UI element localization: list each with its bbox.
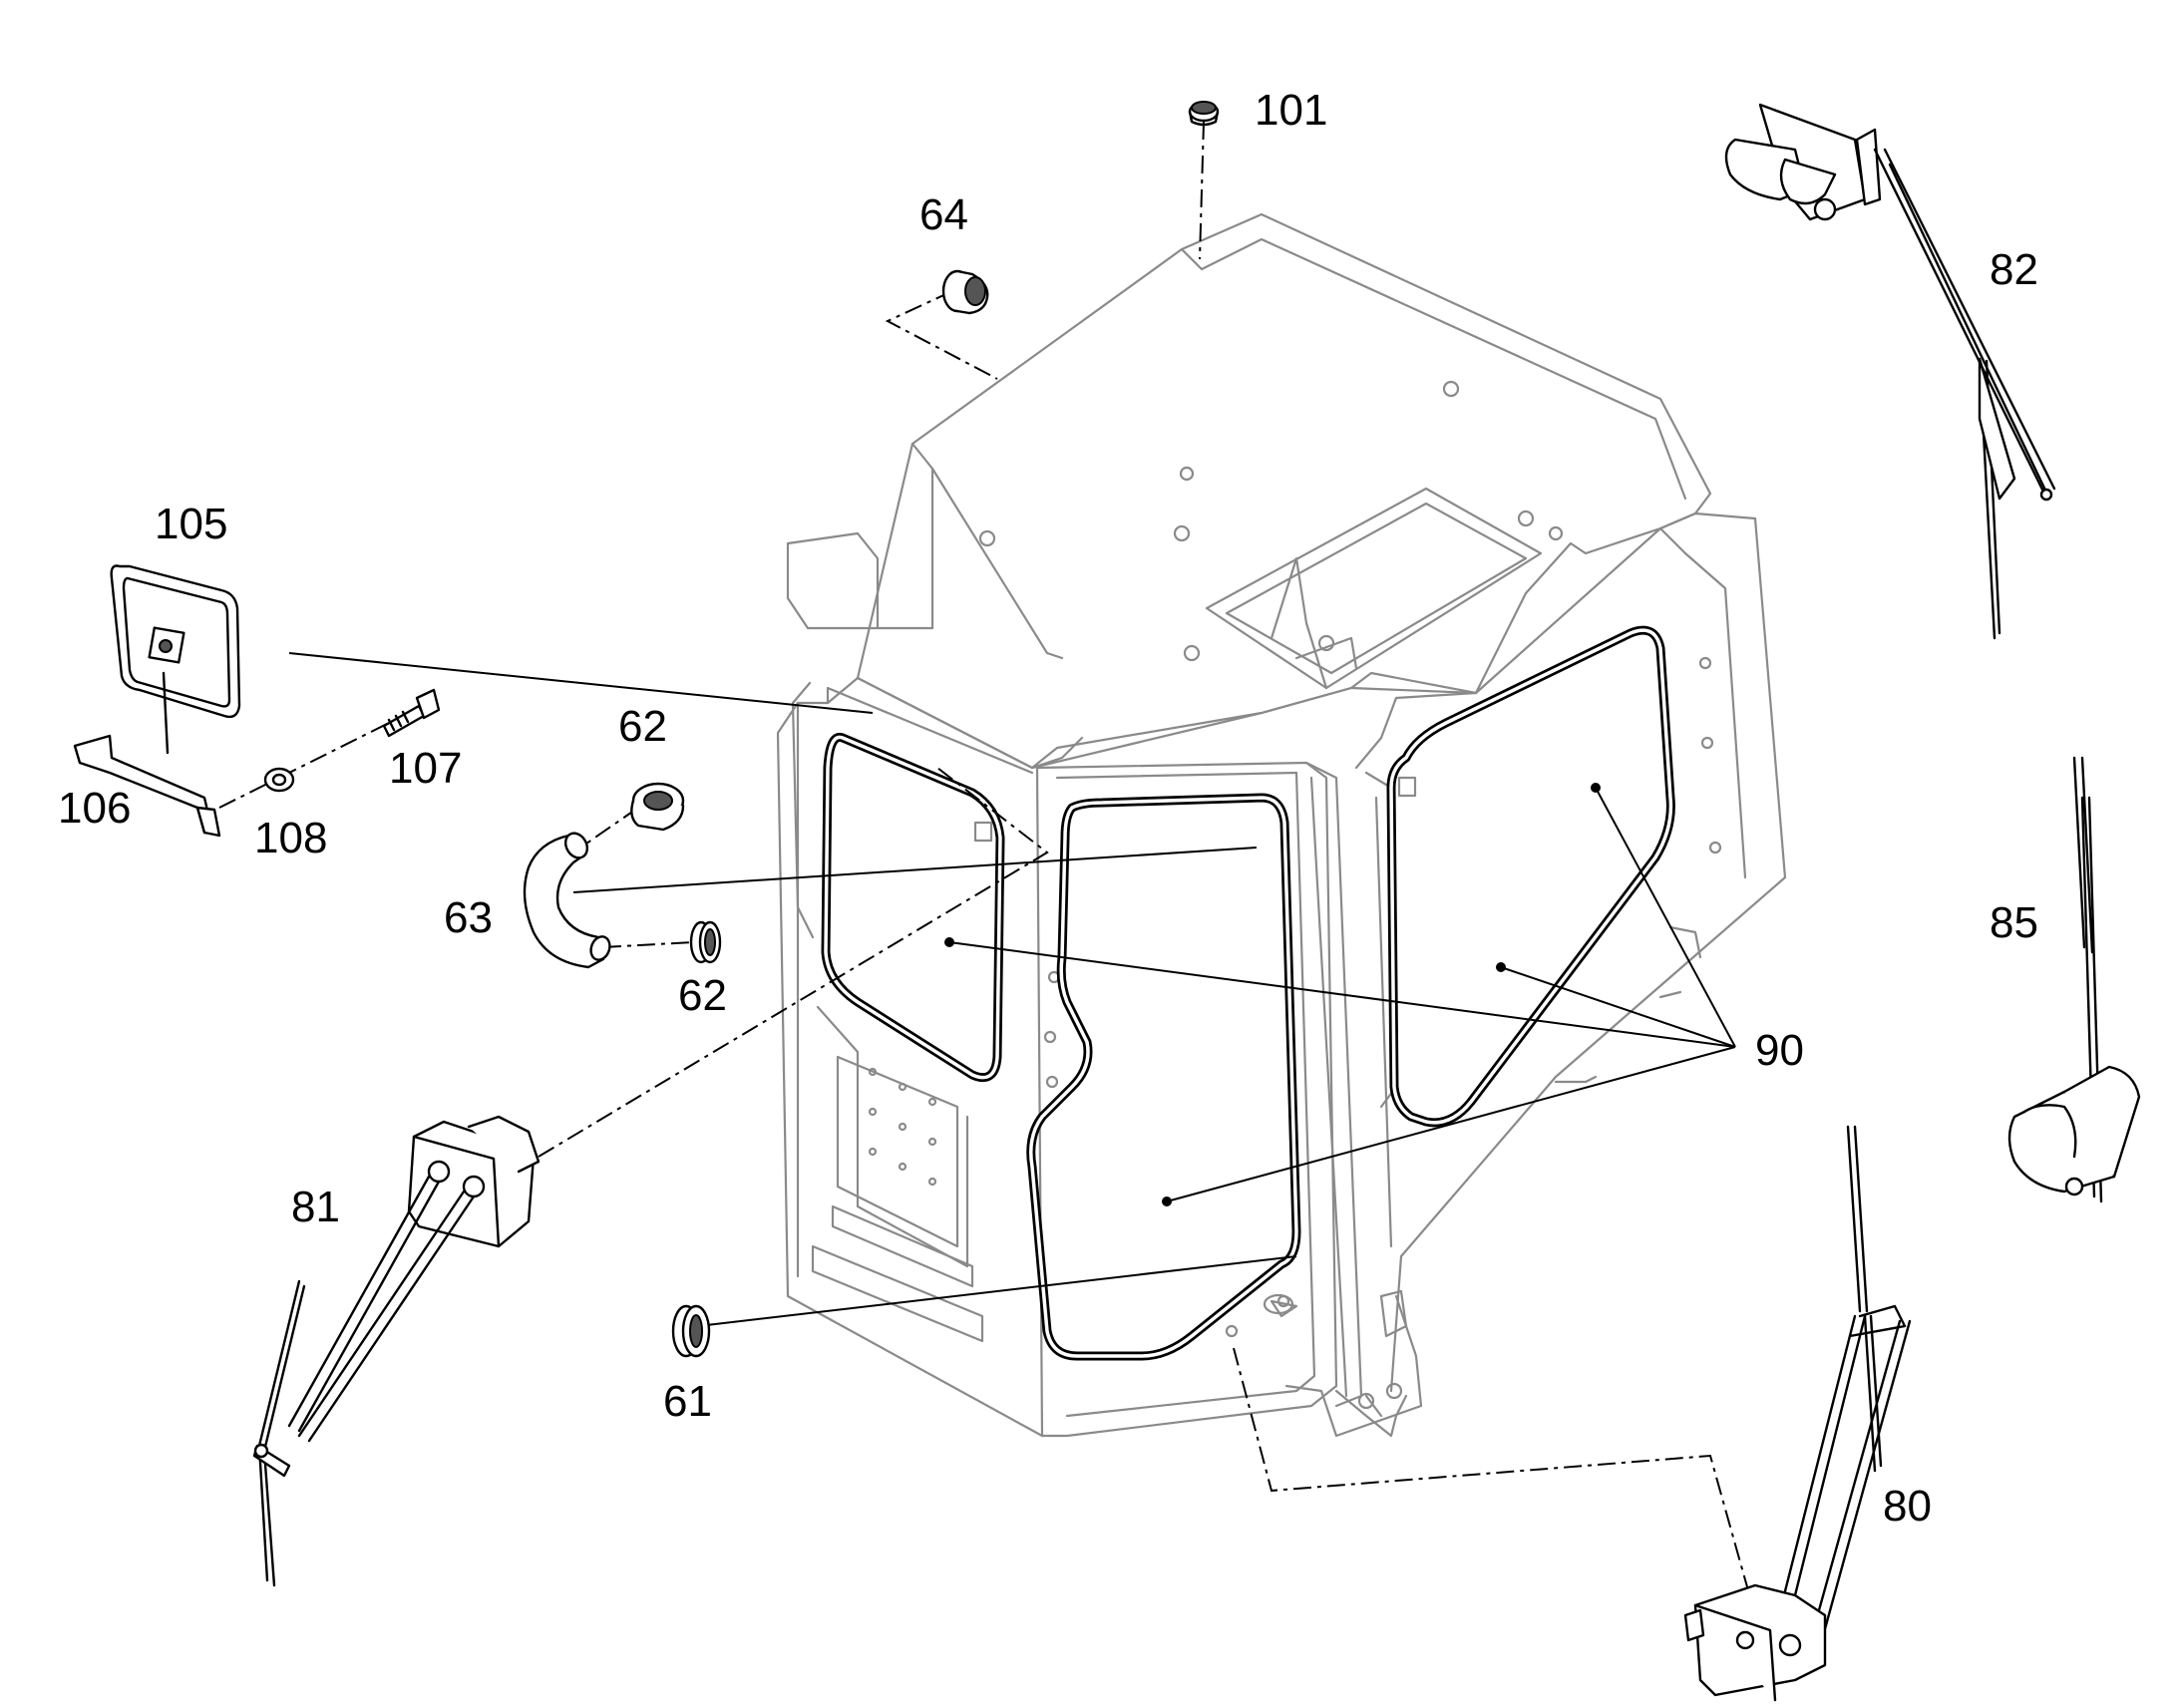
callout-108: 108 [254, 814, 327, 862]
part-101-grommet [1188, 101, 1220, 127]
cab-body [776, 212, 1787, 1438]
leader-lines [218, 121, 1756, 1616]
callout-62-upper: 62 [618, 702, 667, 751]
part-107-bolt [382, 688, 441, 738]
part-61-grommet [671, 1304, 711, 1358]
part-85-side-wiper [2007, 756, 2141, 1203]
window-seals [821, 625, 1675, 1361]
callout-105: 105 [155, 500, 227, 548]
callout-64: 64 [919, 190, 968, 239]
roof-bolts [978, 380, 1564, 662]
callout-80: 80 [1883, 1482, 1932, 1531]
part-62-grommet-upper [630, 782, 685, 832]
part-81-rear-wiper [252, 1115, 541, 1587]
callout-85: 85 [1990, 898, 2038, 947]
callout-labels: 101 64 82 105 62 107 106 108 63 62 85 90… [58, 86, 2038, 1531]
part-82-front-wiper-upper [1724, 103, 2056, 640]
part-106-bracket [73, 671, 221, 838]
part-108-washer [263, 767, 295, 793]
callout-63: 63 [444, 893, 493, 942]
part-62-grommet-lower [689, 920, 722, 964]
callout-81: 81 [291, 1183, 340, 1231]
part-80-front-wiper-lower [1683, 1125, 1912, 1702]
callout-62-lower: 62 [678, 971, 727, 1020]
part-105-mirror [110, 564, 241, 719]
callout-90: 90 [1755, 1026, 1804, 1075]
callout-107: 107 [389, 744, 462, 793]
callout-106: 106 [58, 784, 131, 833]
rear-wall-holes [868, 1067, 937, 1187]
callout-82: 82 [1990, 245, 2038, 294]
part-64-cap [941, 269, 989, 315]
callout-61: 61 [663, 1377, 712, 1426]
part-63-hose [523, 832, 611, 969]
callout-101: 101 [1255, 86, 1327, 135]
